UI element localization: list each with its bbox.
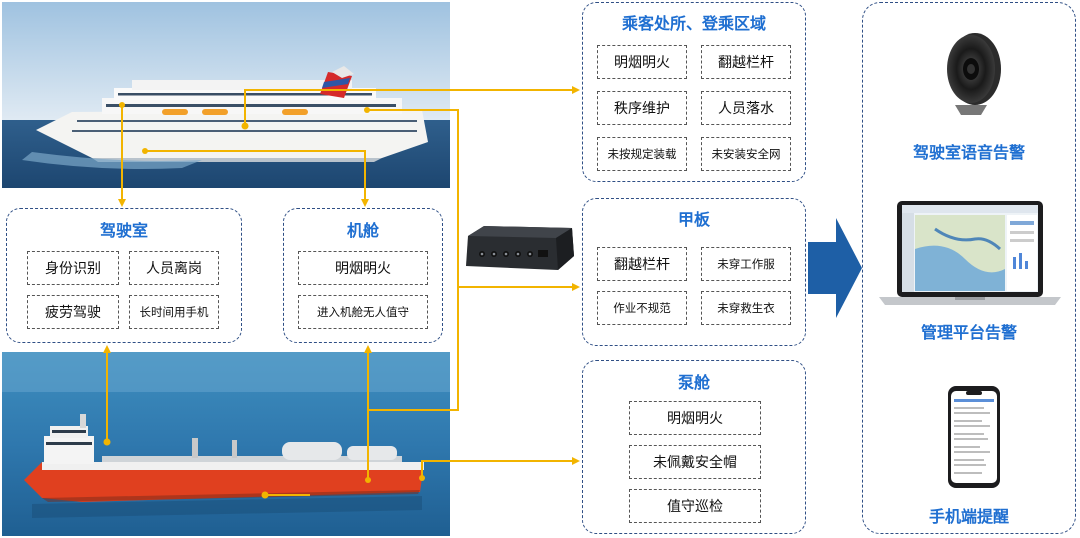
passenger-area-title: 乘客处所、登乘区域 xyxy=(621,14,766,33)
edge-computing-box xyxy=(462,222,578,274)
bridge-item-identity: 身份识别 xyxy=(27,251,119,285)
pump-room-panel: 泵舱 明烟明火 未佩戴安全帽 值守巡检 xyxy=(582,360,806,534)
bridge-panel-title: 驾驶室 xyxy=(99,221,148,240)
laptop-icon xyxy=(875,199,1065,307)
passenger-item-net: 未安装安全网 xyxy=(701,137,791,171)
passenger-item-loading: 未按规定装载 xyxy=(597,137,687,171)
bridge-item-phone: 长时间用手机 xyxy=(129,295,219,329)
pump-room-panel-title: 泵舱 xyxy=(677,373,710,392)
edge-box-icon xyxy=(466,226,574,270)
engine-room-panel-title: 机舱 xyxy=(346,221,379,240)
passenger-area-panel: 乘客处所、登乘区域 明烟明火 翻越栏杆 秩序维护 人员落水 未按规定装载 未安装… xyxy=(582,2,806,182)
pump-item-helmet: 未佩戴安全帽 xyxy=(629,445,761,479)
speaker-icon xyxy=(941,29,1003,119)
bridge-item-absence: 人员离岗 xyxy=(129,251,219,285)
deck-panel: 甲板 翻越栏杆 未穿工作服 作业不规范 未穿救生衣 xyxy=(582,198,806,346)
pump-item-fire: 明烟明火 xyxy=(629,401,761,435)
smartphone-icon xyxy=(947,385,1001,489)
deck-item-workwear: 未穿工作服 xyxy=(701,247,791,281)
pump-item-patrol: 值守巡检 xyxy=(629,489,761,523)
tanker-ship-image xyxy=(2,352,450,536)
passenger-item-order: 秩序维护 xyxy=(597,91,687,125)
engine-room-panel: 机舱 明烟明火 进入机舱无人值守 xyxy=(283,208,443,343)
bridge-item-fatigue: 疲劳驾驶 xyxy=(27,295,119,329)
alert-label-voice: 驾驶室语音告警 xyxy=(912,143,1025,162)
alert-label-platform: 管理平台告警 xyxy=(920,323,1017,342)
deck-item-railing: 翻越栏杆 xyxy=(597,247,687,281)
alert-label-mobile: 手机端提醒 xyxy=(928,507,1009,526)
tanker-illustration xyxy=(2,352,450,536)
deck-item-operation: 作业不规范 xyxy=(597,291,687,325)
deck-item-lifejacket: 未穿救生衣 xyxy=(701,291,791,325)
alerts-panel: 驾驶室语音告警 管理平台告警 xyxy=(862,2,1076,534)
passenger-item-railing: 翻越栏杆 xyxy=(701,45,791,79)
engine-item-fire: 明烟明火 xyxy=(298,251,428,285)
bridge-panel: 驾驶室 身份识别 人员离岗 疲劳驾驶 长时间用手机 xyxy=(6,208,242,343)
passenger-item-overboard: 人员落水 xyxy=(701,91,791,125)
deck-panel-title: 甲板 xyxy=(677,210,710,229)
flow-arrow xyxy=(808,218,862,318)
engine-item-unattended: 进入机舱无人值守 xyxy=(298,295,428,329)
passenger-item-fire: 明烟明火 xyxy=(597,45,687,79)
